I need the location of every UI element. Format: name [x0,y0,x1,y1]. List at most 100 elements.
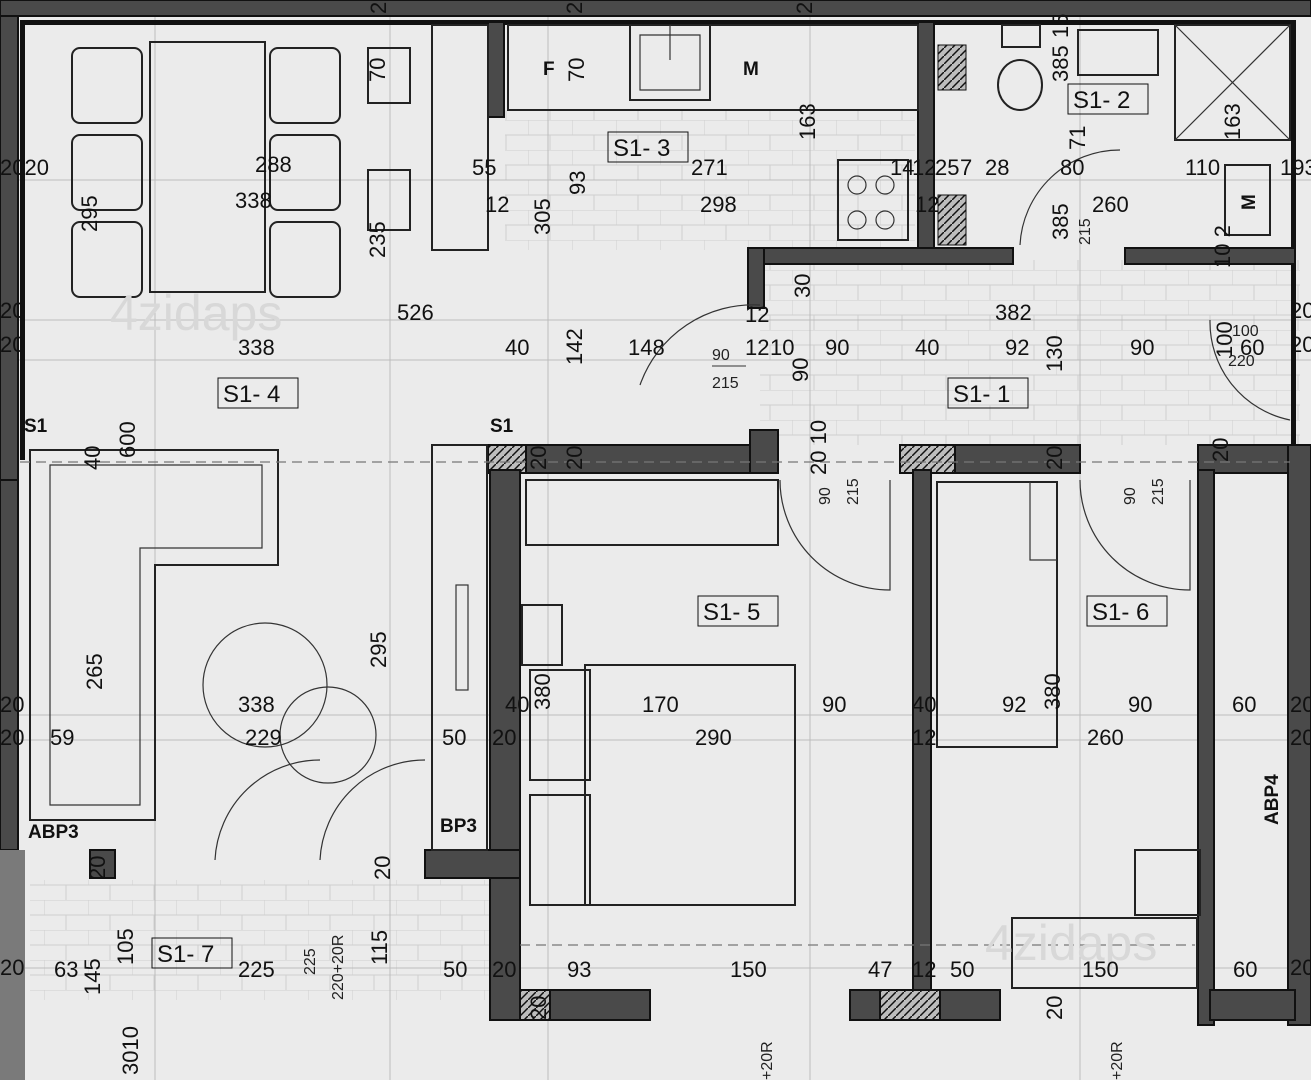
dim-145: 145 [80,958,105,995]
code-kitchen-m: M [743,59,759,80]
dim-20-top-b: 20 [562,0,587,14]
door-note-215-c: 215 [1150,478,1167,505]
dim-20-a: 20 [1208,438,1233,462]
dim-2020: 2020 [0,155,49,180]
dim-47: 47 [868,957,892,982]
code-abp3: ABP3 [28,822,79,843]
dim-20-j: 20 [1042,996,1067,1020]
bedroom-furniture [521,479,1201,989]
dim-55: 55 [472,155,496,180]
dim-20-right-b: 20 [1290,332,1311,357]
dim-385-b: 385 [1048,203,1073,240]
dim-20-right-d: 20 [1290,725,1311,750]
room-label-s1-1: S1- 1 [953,381,1010,408]
dim-105: 105 [113,928,138,965]
dim-12-d: 12 [912,155,936,180]
dim-92-b: 92 [1002,692,1026,717]
watermark: 4zidaрs [985,915,1157,971]
dim-15: 15 [1048,14,1073,38]
room-labels: S1- 3 S1- 2 S1- 4 S1- 1 S1- 5 S1- 6 S1- … [151,83,1168,969]
code-bath-m: M [1239,194,1260,210]
dim-220-b: 220 [1228,353,1255,370]
dim-63: 63 [54,957,78,982]
door-note-90-b: 90 [817,487,834,505]
dim-10: 10 [770,335,794,360]
dim-50-b: 50 [443,957,467,982]
dim-20-top-a: 20 [366,0,391,14]
dim-295-a: 295 [77,195,102,232]
dim-25: 25 [935,155,959,180]
dim-20-left-c: 20 [0,692,24,717]
door-note-90-a: 90 [712,347,730,364]
door-notes: 90 215 90 215 90 215 215 [712,218,1167,505]
dim-50-c: 50 [950,957,974,982]
dim-100-a: 100 [1212,321,1237,358]
dim-70-b: 70 [564,58,589,82]
room-label-s1-7: S1- 7 [157,941,214,968]
dim-90-a: 90 [825,335,849,360]
dim-90-c: 90 [1130,335,1154,360]
dim-90-e: 90 [1128,692,1152,717]
dim-110: 110 [1185,155,1220,180]
dim-20-right-a: 20 [1290,298,1311,323]
dim-10-2: 10 2 [1210,225,1235,268]
room-label-s1-2: S1- 2 [1073,87,1130,114]
dim-12-b: 12 [745,335,769,360]
dim-20-h: 20 [492,957,516,982]
dim-600: 600 [115,421,140,458]
dim-7: 7 [960,155,972,180]
dim-90-b: 90 [788,358,813,382]
dim-20-e: 20 [562,446,587,470]
dim-526: 526 [397,300,434,325]
dim-271: 271 [691,155,728,180]
dim-100-b: 100 [1232,323,1259,340]
dim-30: 30 [790,274,815,298]
dining-set [71,41,411,298]
code-s1-left: S1 [24,416,48,437]
dim-380-b: 380 [1040,673,1065,710]
door-note-215-b: 215 [845,478,862,505]
dim-20-i: 20 [526,996,551,1020]
dim-130: 130 [1042,335,1067,372]
dim-40-b: 40 [915,335,939,360]
door-note-215-a: 215 [712,375,739,392]
dim-20-b: 20 [1042,446,1067,470]
room-label-s1-5: S1- 5 [703,599,760,626]
dim-40-d: 40 [505,692,529,717]
dim-92-a: 92 [1005,335,1029,360]
room-label-s1-3: S1- 3 [613,135,670,162]
dim-20-10: 20 10 [806,420,831,475]
dim-382: 382 [995,300,1032,325]
dim-235: 235 [365,221,390,258]
dim-70-a: 70 [365,58,390,82]
dim-163-b: 163 [1220,103,1245,140]
dim-163-a: 163 [795,103,820,140]
dim-60-c: 60 [1233,957,1257,982]
dim-20-c: 20 [492,725,516,750]
dim-28: 28 [985,155,1009,180]
dim-260-b: 260 [1087,725,1124,750]
watermark-2: 4zidaрs [110,285,282,341]
dim-288: 288 [255,152,292,177]
dim-12-a: 12 [485,192,509,217]
code-bp3: BP3 [440,816,477,837]
dim-305: 305 [530,198,555,235]
dim-40-c: 40 [80,446,105,470]
dim-20-left-a: 20 [0,298,24,323]
dim-338-top: 338 [235,188,272,213]
code-abp4: ABP4 [1262,774,1283,825]
dim-93-a: 93 [565,171,590,195]
room-label-s1-4: S1- 4 [223,381,280,408]
terrace-tiles [30,880,490,1000]
dim-385-a: 385 [1048,45,1073,82]
dim-12-g: 12 [912,957,936,982]
dim-170: 170 [642,692,679,717]
dim-338-low: 338 [238,692,275,717]
dim-298: 298 [700,192,737,217]
dim-225-b: 225 [302,948,319,975]
dim-71: 71 [1065,126,1090,150]
dim-193: 193 [1280,155,1311,180]
dim-12-f: 12 [912,725,936,750]
dim-12-c: 12 [745,302,769,327]
